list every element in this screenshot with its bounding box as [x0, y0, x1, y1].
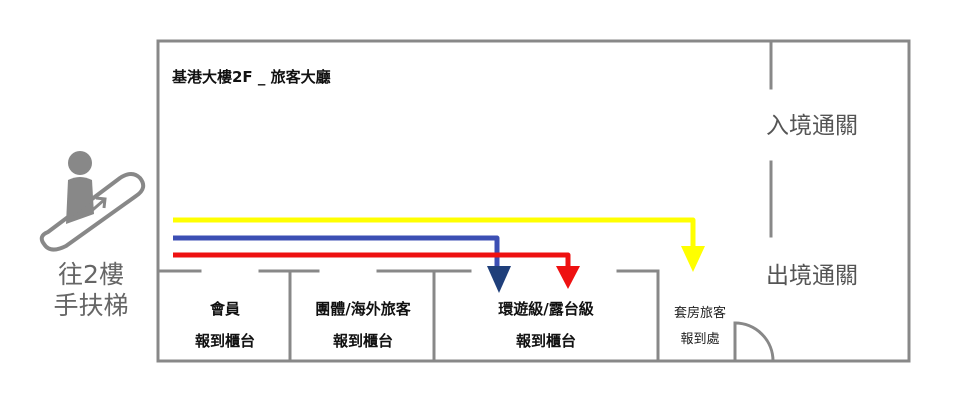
escalator-rail — [39, 172, 146, 252]
emigration-gate-label: 出境通關 — [766, 263, 858, 289]
escalator-label-line1: 往2樓 — [58, 260, 124, 289]
counter-tour-line1: 環遊級/露台級 — [498, 300, 594, 318]
counter-tour-line2: 報到櫃台 — [515, 332, 576, 350]
escalator-person-head — [68, 151, 92, 175]
counter-member: 會員 報到櫃台 — [163, 293, 287, 357]
counter-suite-line1: 套房旅客 — [673, 306, 726, 321]
counter-group-line2: 報到櫃台 — [332, 332, 393, 350]
counter-suite-line2: 報到處 — [680, 332, 720, 347]
hall-title: 基港大樓2F _ 旅客大廳 — [172, 68, 331, 86]
counter-member-line2: 報到櫃台 — [194, 332, 255, 350]
route-yellow — [173, 217, 696, 252]
counter-group-line1: 團體/海外旅客 — [315, 300, 411, 318]
immigration-gate-label: 入境通關 — [766, 113, 858, 139]
escalator-up-arrow — [87, 196, 107, 216]
hall-outline — [156, 39, 911, 363]
route-blue — [173, 235, 500, 268]
counter-member-line1: 會員 — [209, 300, 240, 318]
escalator-label-line2: 手扶梯 — [53, 291, 129, 320]
route-arrows — [173, 217, 696, 271]
counter-tour-balcony: 環遊級/露台級 報到櫃台 — [436, 293, 656, 357]
route-red — [173, 252, 571, 271]
hall-walls — [156, 39, 911, 363]
suite-door-arc — [733, 321, 775, 363]
counter-group-overseas: 團體/海外旅客 報到櫃台 — [293, 293, 433, 357]
arrowhead-blue — [487, 266, 511, 293]
arrowhead-red — [556, 266, 580, 289]
escalator-icon — [39, 151, 146, 252]
counter-suite: 套房旅客 報到處 — [660, 301, 740, 353]
arrowhead-yellow — [681, 246, 705, 272]
